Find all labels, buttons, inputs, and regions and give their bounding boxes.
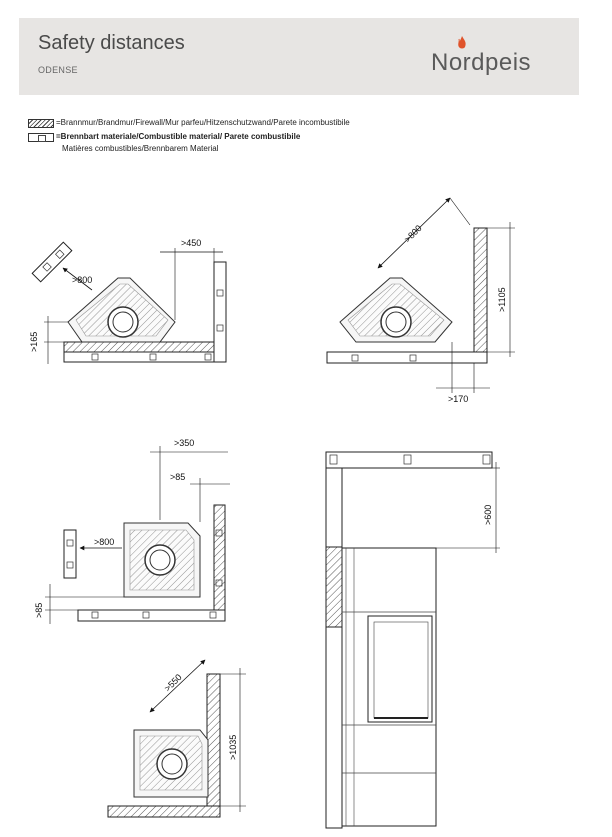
d2-side-distance: >170: [448, 394, 468, 404]
d3-side-inner-distance: >85: [170, 472, 185, 482]
diagram-1: >800 >450 >165: [29, 238, 227, 364]
d5-ceiling-distance: >600: [483, 505, 493, 525]
page-title: Safety distances: [38, 32, 185, 54]
diagram-5: >600: [325, 451, 500, 829]
d3-front-distance: >800: [94, 537, 114, 547]
firewall-swatch: [28, 119, 54, 128]
diagram-4: >550 >1035: [107, 659, 246, 818]
combustible-swatch: [28, 133, 54, 142]
flame-icon: [458, 36, 466, 49]
diagram-2: >800 >1105 >170: [326, 197, 515, 404]
d1-back-distance: >165: [29, 332, 39, 352]
d3-back-distance: >85: [34, 603, 44, 618]
d3-side-outer-distance: >350: [174, 438, 194, 448]
d1-front-distance: >800: [72, 275, 92, 285]
d1-side-distance: >450: [181, 238, 201, 248]
header-banner: Safety distances ODENSE Nordpeis: [19, 18, 579, 95]
d4-height-distance: >1035: [228, 735, 238, 760]
brand-logo: Nordpeis: [431, 36, 571, 84]
diagram-3: >800 >350 >85 >85: [34, 438, 230, 624]
logo-text: Nordpeis: [431, 49, 532, 76]
combustible-legend-text: =Brennbart materiale/Combustible materia…: [56, 132, 301, 141]
combustible-legend-text-2: Matières combustibles/Brennbarem Materia…: [62, 144, 219, 153]
d2-height-distance: >1105: [497, 287, 507, 312]
model-name: ODENSE: [38, 65, 78, 75]
firewall-legend-text: =Brannmur/Brandmur/Firewall/Mur parfeu/H…: [56, 118, 350, 127]
